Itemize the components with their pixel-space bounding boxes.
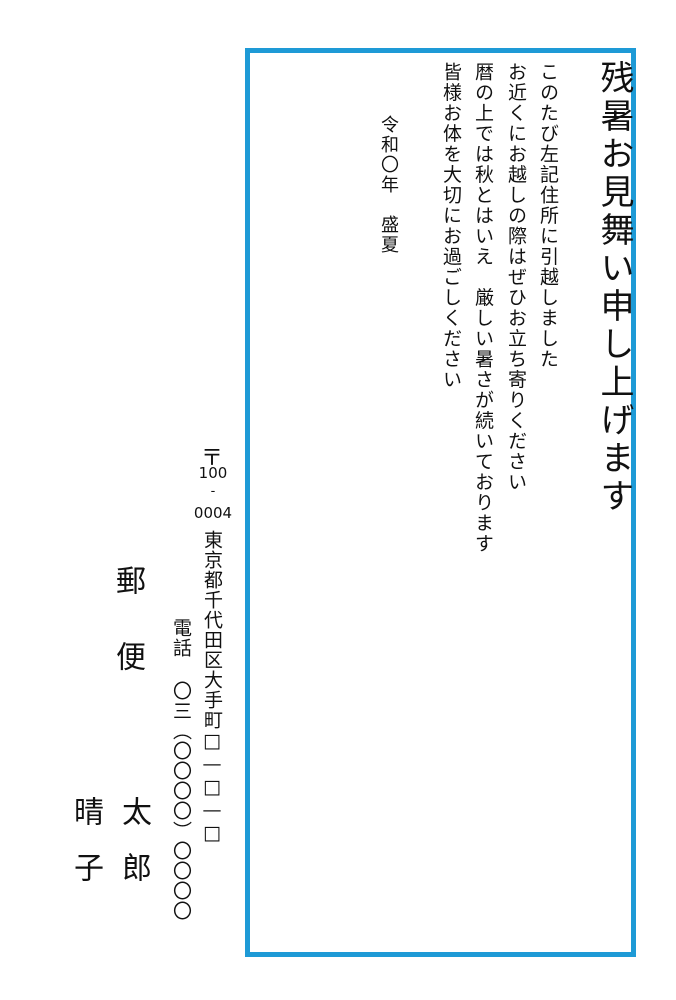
sender-phone: 電話 〇三（〇〇〇〇）〇〇〇〇	[170, 618, 192, 921]
postal-code-prefix: 100	[198, 464, 228, 482]
message-line-2: お近くにお越しの際はぜひお立ち寄りください	[505, 62, 527, 493]
sender-family-name: 郵便	[110, 565, 145, 717]
postal-code-separator: -	[210, 484, 216, 499]
sender-given-name-1: 太郎	[116, 796, 151, 908]
sender-given-name-2: 晴子	[68, 796, 103, 908]
card-title: 残暑お見舞い申し上げます	[594, 60, 634, 516]
date-line: 令和〇年 盛夏	[378, 115, 399, 255]
message-line-3: 暦の上では秋とはいえ 厳しい暑さが続いております	[472, 62, 494, 554]
card-border	[245, 48, 636, 957]
message-line-4: 皆様お体を大切にお過ごしください	[440, 62, 462, 390]
postal-code-suffix: 0004	[193, 504, 233, 522]
message-line-1: このたび左記住所に引越しました	[537, 62, 559, 370]
sender-address: 東京都千代田区大手町□—□—□	[201, 530, 223, 845]
postal-mark: 〒	[201, 446, 224, 471]
